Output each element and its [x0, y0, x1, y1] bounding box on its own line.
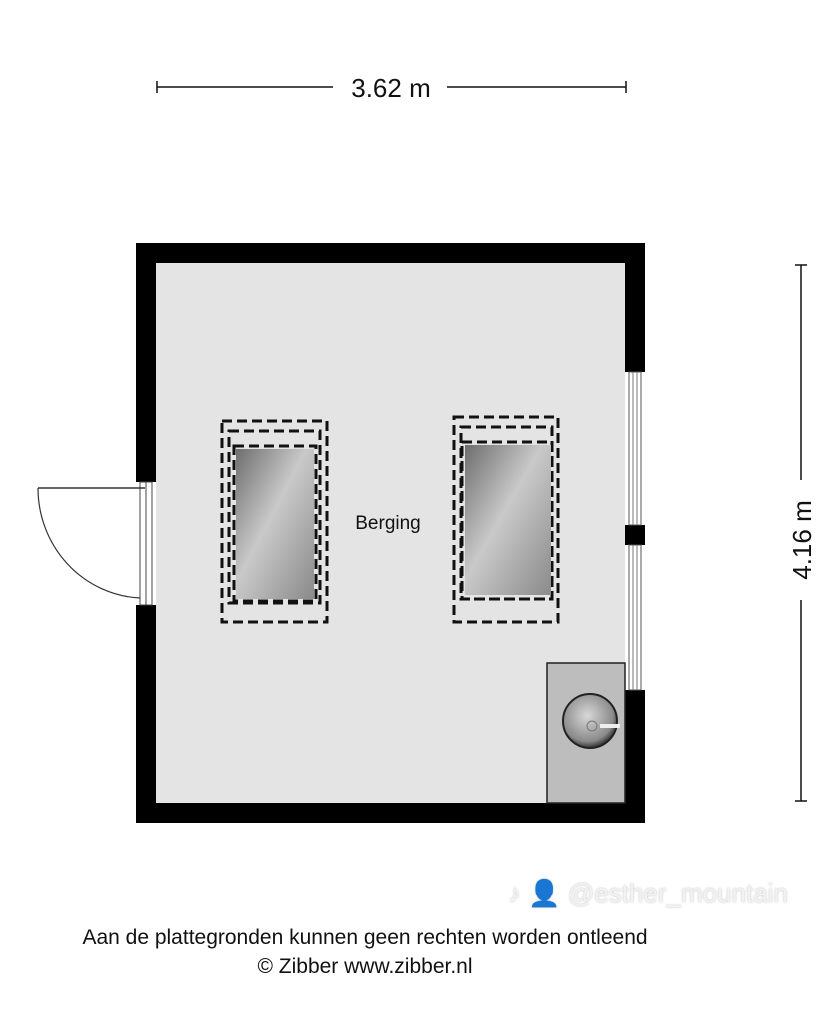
sink-cabinet	[546, 662, 626, 804]
watermark: ♪ 👤 @esther_mountain	[508, 878, 788, 908]
bed-left	[220, 419, 329, 624]
width-label: 3.62 m	[351, 73, 431, 103]
width-dimension: 3.62 m	[156, 73, 627, 103]
bed-right	[452, 415, 560, 624]
copyright-text: © Zibber www.zibber.nl	[257, 955, 473, 978]
window-lower	[625, 544, 645, 691]
depth-label: 4.16 m	[787, 500, 817, 580]
faucet-icon	[600, 724, 620, 728]
room-label: Berging	[355, 513, 421, 534]
door	[37, 481, 156, 606]
depth-dimension: 4.16 m	[787, 264, 817, 802]
disclaimer-text: Aan de plattegronden kunnen geen rechten…	[82, 926, 648, 949]
window-upper	[625, 371, 645, 526]
